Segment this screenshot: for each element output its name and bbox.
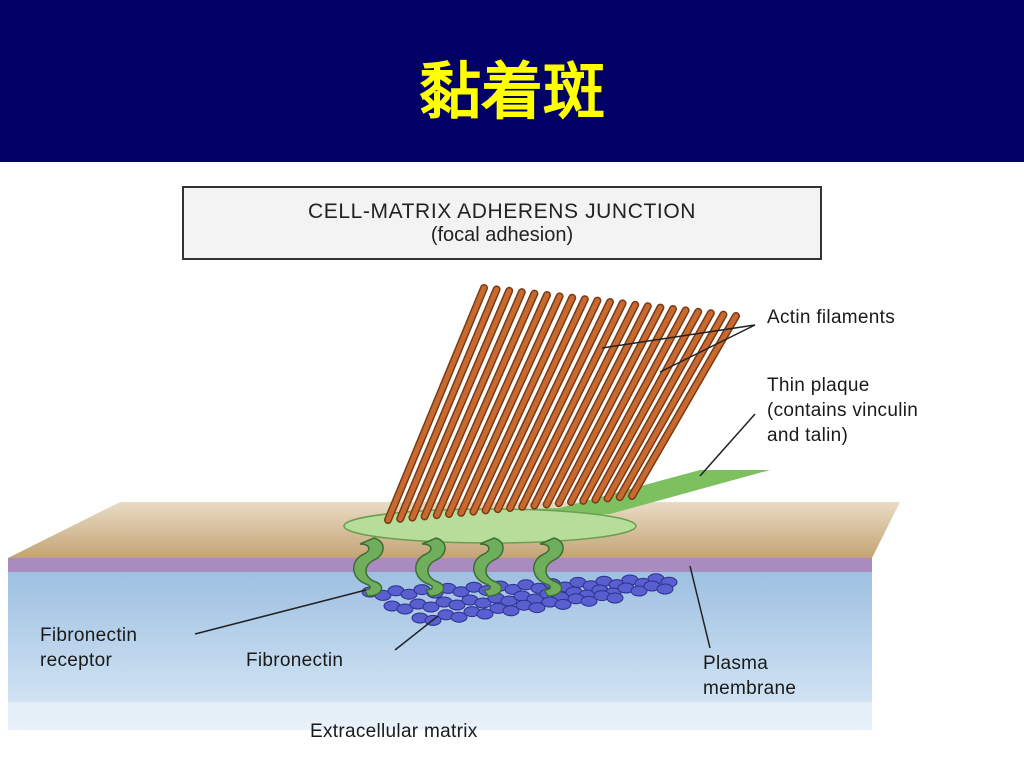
fibronectin-bead bbox=[606, 592, 624, 604]
fibronectin-receptors bbox=[353, 537, 564, 597]
caption-title: CELL-MATRIX ADHERENS JUNCTION bbox=[307, 200, 697, 223]
label-thin-plaque-line2: (contains vinculin bbox=[767, 400, 919, 421]
actin-filament-highlight bbox=[470, 295, 575, 515]
fibronectin-chain bbox=[361, 573, 678, 626]
slide-header: 黏着斑 bbox=[0, 0, 1024, 162]
actin-filament-highlight bbox=[544, 303, 651, 507]
diagram-area: CELL-MATRIX ADHERENS JUNCTION (focal adh… bbox=[0, 162, 1024, 768]
fibronectin-bead bbox=[448, 599, 466, 611]
label-extracellular-matrix: Extracellular matrix bbox=[310, 721, 478, 742]
actin-filament-highlight bbox=[592, 309, 701, 503]
fibronectin-bead bbox=[580, 595, 598, 607]
leader-lines bbox=[194, 324, 756, 651]
actin-filament-highlight bbox=[556, 305, 663, 506]
fibronectin-receptor bbox=[415, 537, 446, 597]
actin-filament-highlight bbox=[519, 300, 626, 510]
fibronectin-bead bbox=[554, 598, 572, 610]
label-plasma-membrane: Plasma bbox=[703, 653, 769, 674]
fibronectin-bead bbox=[396, 603, 414, 615]
fibronectin-bead bbox=[474, 597, 492, 609]
fibronectin-bead bbox=[450, 611, 468, 623]
focal-adhesion-diagram bbox=[8, 284, 900, 730]
actin-filament-highlight bbox=[458, 293, 563, 516]
slide-title: 黏着斑 bbox=[418, 55, 605, 128]
fibronectin-bead bbox=[528, 602, 546, 614]
label-plasma-membrane-line2: membrane bbox=[703, 678, 797, 699]
actin-filament-highlight bbox=[605, 310, 714, 501]
label-thin-plaque-line3: and talin) bbox=[767, 425, 849, 446]
fibronectin-bead bbox=[452, 586, 470, 598]
fibronectin-bead bbox=[630, 585, 648, 597]
label-fibronectin: Fibronectin bbox=[246, 650, 344, 671]
diagram-caption-box: CELL-MATRIX ADHERENS JUNCTION (focal adh… bbox=[182, 186, 822, 260]
label-fibronectin-receptor: Fibronectin bbox=[40, 625, 138, 646]
fibronectin-bead bbox=[656, 583, 674, 595]
caption-subtitle: (focal adhesion) bbox=[430, 224, 574, 246]
fibronectin-bead bbox=[502, 605, 520, 617]
fibronectin-receptor bbox=[533, 537, 564, 597]
actin-filament-highlight bbox=[397, 286, 500, 522]
actin-filament-highlight bbox=[629, 313, 739, 499]
actin-filament-highlight bbox=[446, 292, 550, 517]
actin-filament-highlight bbox=[617, 312, 726, 500]
thin-plaque bbox=[352, 470, 770, 524]
plasma-membrane-band bbox=[8, 558, 872, 572]
fibronectin-bead bbox=[400, 588, 418, 600]
label-actin-filaments: Actin filaments bbox=[767, 307, 896, 328]
actin-filament-highlight bbox=[568, 306, 676, 505]
actin-filament-highlight bbox=[385, 285, 487, 523]
label-thin-plaque: Thin plaque bbox=[767, 375, 870, 396]
actin-filament-highlight bbox=[409, 288, 512, 521]
actin-filament-highlight bbox=[507, 299, 613, 511]
actin-filaments bbox=[384, 284, 740, 524]
fibronectin-receptor bbox=[473, 537, 504, 597]
label-fibronectin-receptor-line2: receptor bbox=[40, 650, 113, 671]
actin-filament-highlight bbox=[531, 302, 638, 509]
actin-filament-highlight bbox=[422, 289, 525, 519]
fibronectin-bead bbox=[476, 608, 494, 620]
actin-filament-highlight bbox=[434, 291, 537, 518]
actin-filament-highlight bbox=[483, 296, 588, 513]
actin-filament-highlight bbox=[580, 307, 689, 504]
actin-filament-highlight bbox=[495, 298, 600, 512]
fibronectin-bead bbox=[422, 601, 440, 613]
